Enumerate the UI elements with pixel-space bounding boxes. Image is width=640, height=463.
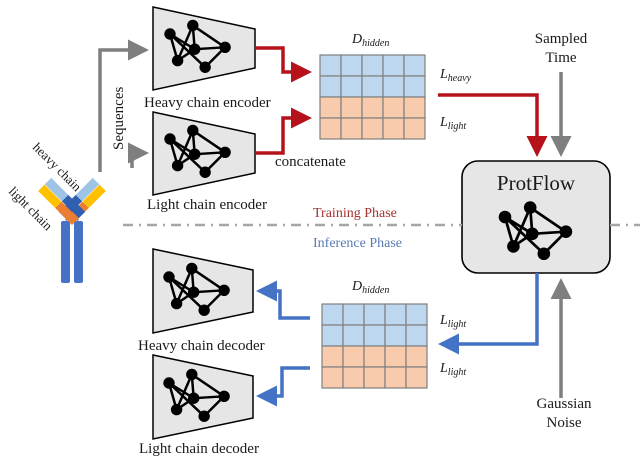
matrix-cell bbox=[361, 117, 384, 140]
protflow-to-matrix-arrow bbox=[438, 273, 539, 355]
inference-phase-label: Inference Phase bbox=[313, 236, 402, 251]
inference-l-light-label-top: Llight bbox=[439, 313, 466, 330]
matrix-cell bbox=[340, 54, 363, 77]
matrix-cell bbox=[340, 96, 363, 119]
matrix-cell bbox=[319, 117, 342, 140]
matrix-cell bbox=[405, 345, 428, 368]
sampled-time-label-line1: Sampled bbox=[535, 31, 588, 47]
training-l-heavy-label: Lheavy bbox=[439, 67, 472, 84]
inference-latent-matrix bbox=[321, 303, 428, 389]
matrix-cell bbox=[363, 345, 386, 368]
matrix-cell bbox=[382, 75, 405, 98]
matrix-cell bbox=[384, 366, 407, 389]
heavy-chain-decoder-label: Heavy chain decoder bbox=[138, 338, 265, 354]
matrix-to-light-decoder-arrow bbox=[256, 366, 310, 407]
gaussian-noise-label-line2: Noise bbox=[547, 415, 582, 431]
light-encoder-to-matrix-arrow bbox=[255, 107, 312, 155]
training-phase-label: Training Phase bbox=[313, 206, 397, 221]
heavy-encoder-to-matrix-arrow bbox=[255, 46, 312, 83]
matrix-cell bbox=[405, 324, 428, 347]
matrix-cell bbox=[382, 117, 405, 140]
sequences-label: Sequences bbox=[111, 87, 127, 150]
matrix-cell bbox=[342, 345, 365, 368]
matrix-cell bbox=[319, 54, 342, 77]
matrix-cell bbox=[319, 96, 342, 119]
matrix-cell bbox=[361, 54, 384, 77]
matrix-cell bbox=[384, 303, 407, 326]
concatenate-label: concatenate bbox=[275, 154, 346, 170]
matrix-cell bbox=[403, 75, 426, 98]
antibody-icon bbox=[38, 177, 106, 283]
antibody-stem-right bbox=[74, 221, 83, 283]
inference-dhidden-label: Dhidden bbox=[351, 279, 389, 296]
matrix-cell bbox=[361, 75, 384, 98]
light-chain-encoder bbox=[152, 111, 256, 196]
matrix-cell bbox=[319, 75, 342, 98]
matrix-cell bbox=[382, 96, 405, 119]
matrix-cell bbox=[403, 54, 426, 77]
gaussian-noise-label-line1: Gaussian bbox=[537, 396, 592, 412]
matrix-cell bbox=[361, 96, 384, 119]
matrix-cell bbox=[384, 345, 407, 368]
matrix-cell bbox=[405, 303, 428, 326]
sequences-to-light-encoder-arrow bbox=[128, 142, 149, 168]
matrix-cell bbox=[321, 303, 344, 326]
matrix-cell bbox=[342, 303, 365, 326]
matrix-cell bbox=[363, 366, 386, 389]
matrix-cell bbox=[321, 324, 344, 347]
matrix-cell bbox=[403, 117, 426, 140]
training-l-light-label: Llight bbox=[439, 115, 466, 132]
heavy-chain-decoder bbox=[152, 248, 254, 334]
matrix-cell bbox=[384, 324, 407, 347]
training-latent-matrix bbox=[319, 54, 426, 140]
light-chain-decoder bbox=[152, 354, 254, 440]
antibody-stem-left bbox=[61, 221, 70, 283]
matrix-cell bbox=[340, 75, 363, 98]
matrix-to-heavy-decoder-arrow bbox=[256, 280, 310, 320]
matrix-to-protflow-arrow bbox=[438, 93, 548, 157]
matrix-cell bbox=[382, 54, 405, 77]
light-chain-encoder-label: Light chain encoder bbox=[147, 197, 267, 213]
heavy-chain-encoder-label: Heavy chain encoder bbox=[144, 95, 271, 111]
matrix-cell bbox=[321, 345, 344, 368]
sequences-to-heavy-encoder-arrow bbox=[98, 39, 149, 172]
matrix-cell bbox=[363, 324, 386, 347]
protflow-title: ProtFlow bbox=[497, 171, 576, 195]
matrix-cell bbox=[342, 366, 365, 389]
matrix-cell bbox=[321, 366, 344, 389]
matrix-cell bbox=[403, 96, 426, 119]
light-chain-decoder-label: Light chain decoder bbox=[139, 441, 259, 457]
training-dhidden-label: Dhidden bbox=[351, 32, 389, 49]
matrix-cell bbox=[405, 366, 428, 389]
matrix-cell bbox=[342, 324, 365, 347]
sampled-time-label-line2: Time bbox=[545, 50, 576, 66]
inference-l-light-label-bottom: Llight bbox=[439, 361, 466, 378]
matrix-cell bbox=[363, 303, 386, 326]
protflow-module: ProtFlow bbox=[461, 160, 611, 274]
matrix-cell bbox=[340, 117, 363, 140]
heavy-chain-encoder bbox=[152, 6, 256, 91]
